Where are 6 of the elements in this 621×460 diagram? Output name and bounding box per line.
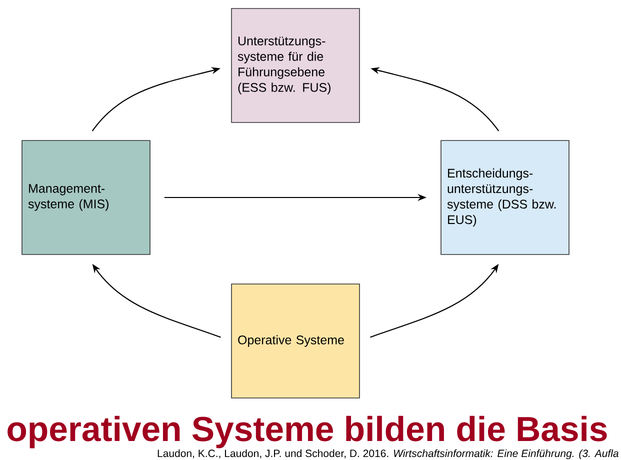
citation: Laudon, K.C., Laudon, J.P. und Schoder, D. 2016. Wirtschaftsinformatik: Eine Einführung. (3. Aufla — [158, 449, 618, 460]
system-box: Management- systeme (MIS) — [22, 140, 150, 255]
system-box: Unterstützungs- systeme für die Führungsebene (ESS bzw. FUS) — [231, 8, 360, 123]
system-box: Entscheidungs- unterstützungs- systeme (DSS bzw. EUS) — [440, 140, 570, 255]
slide-title: operativen Systeme bilden die Basis — [8, 416, 607, 448]
system-box: Operative Systeme — [231, 284, 360, 398]
